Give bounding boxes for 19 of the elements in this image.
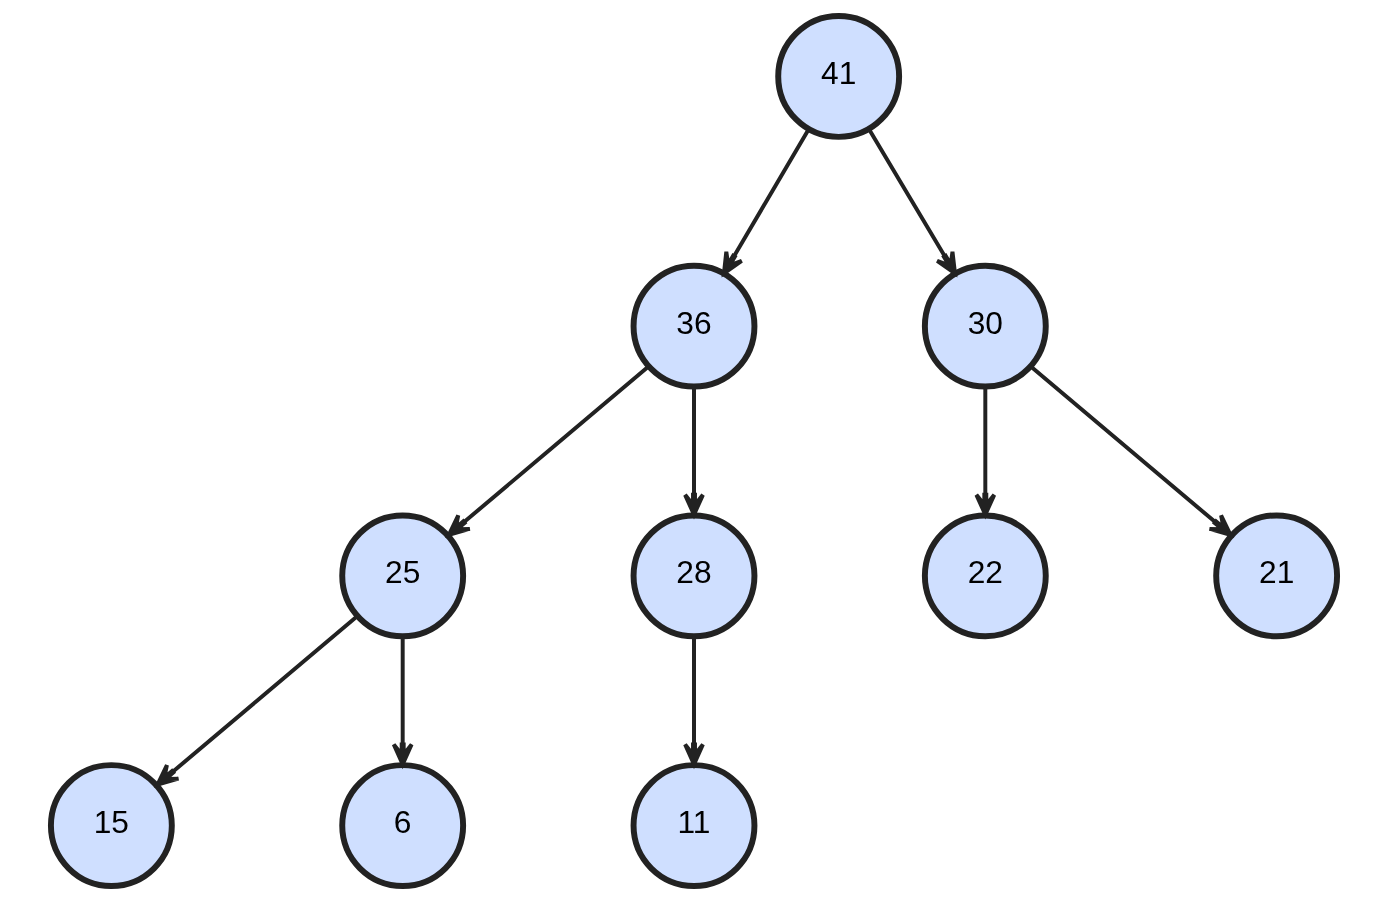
node-circle: 36 bbox=[630, 262, 758, 390]
node-circle: 6 bbox=[339, 762, 467, 889]
node-circle: 30 bbox=[921, 262, 1049, 390]
node-circle: 25 bbox=[339, 512, 467, 640]
node-circle: 41 bbox=[775, 13, 903, 140]
node-circle: 21 bbox=[1213, 512, 1341, 640]
node-circle: 15 bbox=[47, 762, 175, 889]
arrow bbox=[721, 128, 811, 276]
node-circle: 22 bbox=[921, 512, 1049, 640]
arrow bbox=[1029, 365, 1233, 537]
arrow bbox=[683, 636, 705, 767]
arrow bbox=[446, 365, 650, 537]
arrow bbox=[867, 128, 957, 276]
arrow bbox=[683, 387, 705, 517]
node-circle: 11 bbox=[630, 762, 758, 889]
arrow bbox=[391, 636, 414, 767]
arrow bbox=[974, 387, 997, 517]
node-circle: 28 bbox=[630, 512, 758, 640]
arrow bbox=[155, 614, 359, 787]
